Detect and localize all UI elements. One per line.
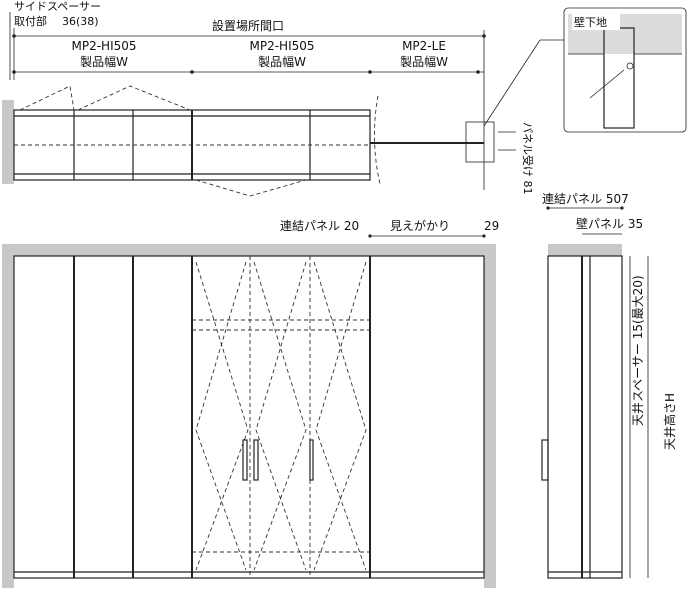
model-2-label: MP2-HI505 xyxy=(249,39,314,53)
front-left-wall xyxy=(2,244,14,588)
door-swing-1 xyxy=(195,261,249,571)
width-dim-tick-1 xyxy=(190,70,194,74)
overlap-dim-start xyxy=(368,234,372,238)
side-spacer-label: サイドスペーサー xyxy=(14,0,101,13)
mount-value-label: 36(38) xyxy=(62,15,99,28)
model-1-label: MP2-HI505 xyxy=(71,39,136,53)
plan-left-wall xyxy=(2,100,14,184)
ceiling-spacer-label: 天井スペーサー 15(最大20) xyxy=(631,275,645,426)
detail-frame xyxy=(563,7,687,133)
detail-label-bg xyxy=(572,14,620,30)
width-2-label: 製品幅W xyxy=(258,54,306,69)
door-handle-2 xyxy=(253,439,259,481)
ceiling-height-label: 天井高さH xyxy=(662,393,677,450)
door-swing-6 xyxy=(315,261,367,571)
top-dimensions: サイドスペーサー 取付部 36(38) 設置場所間口 MP2-HI505 製品幅… xyxy=(9,0,486,190)
side-outer-frame xyxy=(547,255,623,579)
door-swing-3 xyxy=(253,261,307,571)
wall-panel-35-label: 壁パネル 35 xyxy=(576,216,643,231)
panel-receiver-box xyxy=(465,121,495,163)
detail-screw-icon xyxy=(626,62,634,70)
front-right-wall xyxy=(484,244,496,588)
visible-overlap-label: 見えがかり xyxy=(390,218,450,233)
opening-title: 設置場所間口 xyxy=(212,18,284,33)
front-ceiling xyxy=(2,244,484,256)
detail-callout-line xyxy=(483,39,541,127)
side-top-dim-start xyxy=(546,206,550,210)
side-top-dim-end xyxy=(620,206,624,210)
wall-base-label: 壁下地 xyxy=(574,15,607,29)
plan-swing-3 xyxy=(195,179,307,197)
model-3-label: MP2-LE xyxy=(402,39,446,53)
door-handle-3 xyxy=(309,439,314,481)
side-handle xyxy=(541,439,549,481)
plan-view: パネル受け 81 xyxy=(2,85,534,197)
side-elevation: 連結パネル 507 壁パネル 35 天井スペーサー 15(最大20) 天井高さH xyxy=(541,192,677,579)
width-1-label: 製品幅W xyxy=(80,54,128,69)
door-swing-5 xyxy=(313,261,367,571)
plan-swing-2 xyxy=(77,85,191,111)
width-dim-tick-2 xyxy=(368,70,372,74)
side-ceiling xyxy=(548,244,622,256)
door-handle-1 xyxy=(242,439,248,481)
plan-swing-4 xyxy=(374,95,381,185)
link-panel-507-label: 連結パネル 507 xyxy=(542,192,629,206)
width-dim-tick-0 xyxy=(12,70,16,74)
width-dim-tick-3 xyxy=(476,70,480,74)
door-swing-4 xyxy=(255,261,307,571)
panel-receiver-label: パネル受け 81 xyxy=(521,122,534,195)
front-elevation: 連結パネル 20 見えがかり 29 xyxy=(2,218,499,588)
mount-part-label: 取付部 xyxy=(14,14,47,28)
plan-swing-1 xyxy=(19,85,75,111)
detail-leader xyxy=(589,69,625,99)
link-panel-20-label: 連結パネル 20 xyxy=(280,219,359,233)
front-outer-frame xyxy=(13,255,485,579)
opening-dim-start xyxy=(12,34,16,38)
wall-base-detail: 壁下地 xyxy=(483,7,687,133)
width-3-label: 製品幅W xyxy=(400,54,448,69)
overlap-dim-end xyxy=(482,234,486,238)
door-swing-2 xyxy=(195,261,247,571)
value-29-label: 29 xyxy=(484,219,499,233)
